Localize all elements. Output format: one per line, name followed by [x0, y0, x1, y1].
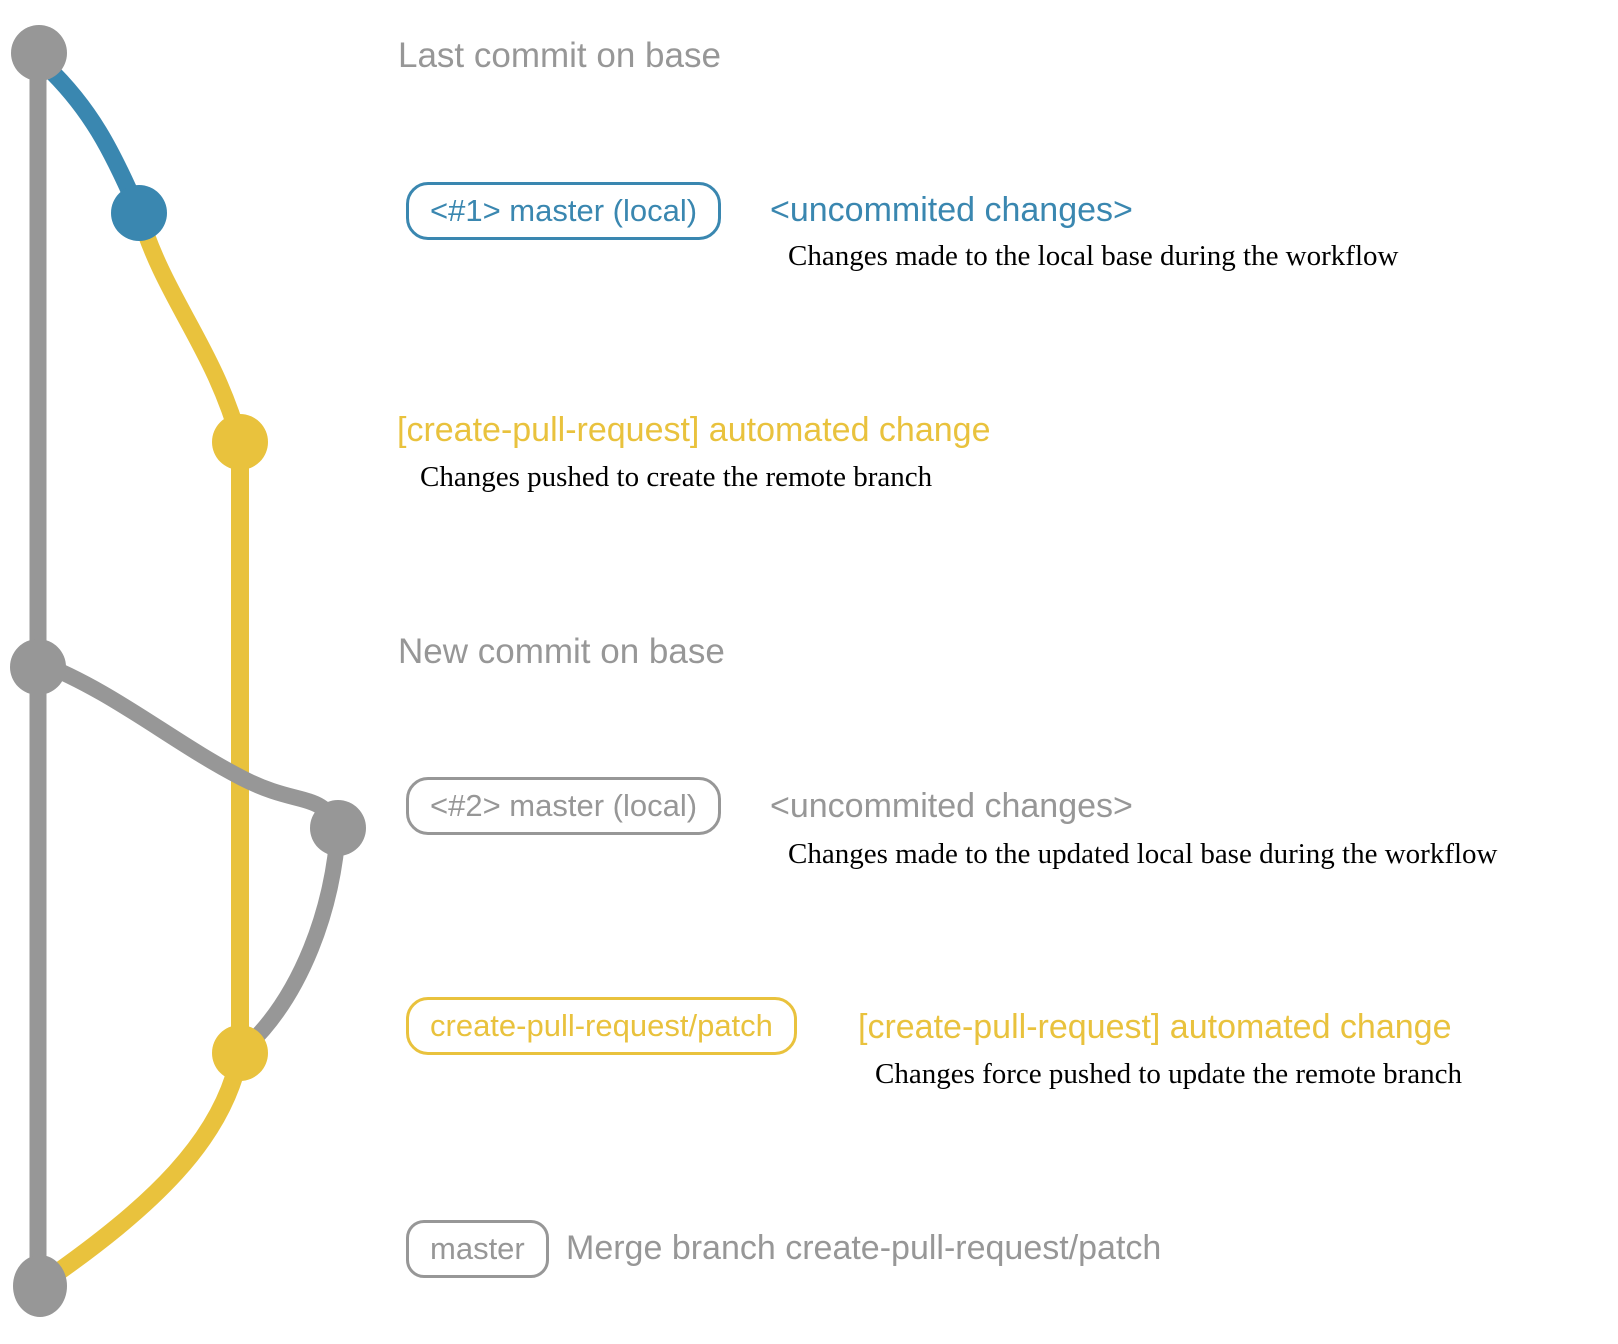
commit-description-remote-1: Changes pushed to create the remote bran…	[420, 461, 933, 493]
edge-local-1-to-remote-1	[130, 204, 249, 451]
node-remote-commit-2	[212, 1025, 268, 1081]
ref-box-master-local-2: <#2> master (local)	[406, 777, 722, 835]
ref-box-master: master	[406, 1220, 549, 1278]
commit-message-remote-1: [create-pull-request] automated change	[397, 411, 991, 449]
label-new-commit-on-base: New commit on base	[398, 632, 725, 671]
ref-box-master-local-1: <#1> master (local)	[406, 182, 722, 240]
edge-local-2-to-remote-2	[234, 820, 346, 1059]
node-new-commit-base	[10, 639, 66, 695]
node-last-commit-base	[11, 25, 67, 81]
commit-message-local-1: <uncommited changes>	[770, 191, 1133, 229]
commit-message-local-2: <uncommited changes>	[770, 787, 1133, 825]
commit-description-remote-2: Changes force pushed to update the remot…	[875, 1058, 1463, 1090]
node-local-commit-2	[310, 800, 366, 856]
edge-remote-2-to-merge	[35, 1044, 249, 1291]
commit-message-remote-2: [create-pull-request] automated change	[858, 1008, 1452, 1046]
node-local-commit-1	[111, 185, 167, 241]
label-last-commit-on-base: Last commit on base	[398, 36, 721, 75]
commit-message-merge: Merge branch create-pull-request/patch	[566, 1229, 1162, 1267]
edge-base-to-local-2	[30, 654, 346, 836]
commit-description-local-1: Changes made to the local base during th…	[788, 240, 1399, 272]
commit-description-local-2: Changes made to the updated local base d…	[788, 838, 1498, 870]
node-merge-commit	[13, 1255, 67, 1317]
ref-box-create-pull-request-patch: create-pull-request/patch	[406, 997, 797, 1055]
node-remote-commit-1	[212, 414, 268, 470]
